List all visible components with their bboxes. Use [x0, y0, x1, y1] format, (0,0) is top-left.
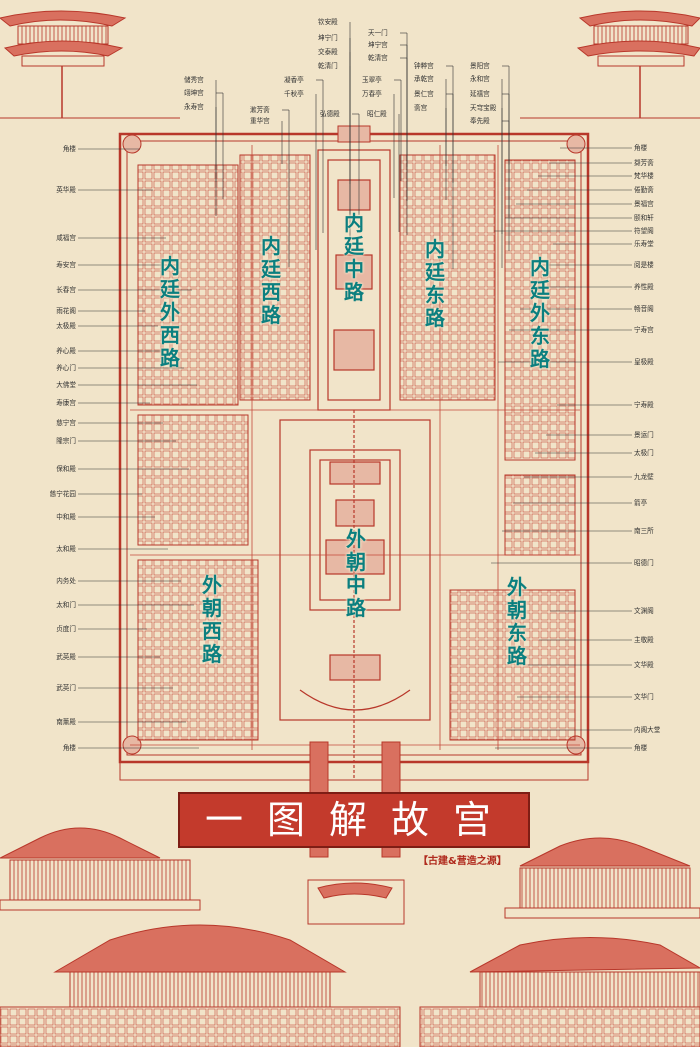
- map-label-left: 慈宁花园: [49, 490, 76, 498]
- map-label-top: 钦安殿: [318, 18, 338, 26]
- map-label-left: 长春宫: [56, 286, 76, 294]
- hall-illustration-bottom-left: [0, 924, 401, 1047]
- map-label-top: 承乾宫: [414, 75, 434, 83]
- palace-lanes: [130, 145, 580, 750]
- hall-illustration-bottom-right: [419, 937, 700, 1047]
- map-label-right: 南三所: [634, 527, 654, 535]
- map-label-top: 坤宁宫: [368, 41, 388, 49]
- map-label-left: 寿康宫: [56, 399, 76, 407]
- map-label-top: 翊坤宫: [184, 89, 204, 97]
- map-label-top: 天一门: [368, 29, 388, 37]
- map-label-left: 角楼: [62, 145, 76, 153]
- zone-inner-east: 内廷东路: [425, 237, 445, 330]
- central-axis-halls: [279, 149, 431, 780]
- map-label-right: 撷芳斋: [634, 159, 654, 167]
- zone-inner-outer-east: 内廷外东路: [530, 255, 550, 371]
- map-label-right: 主敬殿: [634, 636, 654, 644]
- map-label-top: 乾清宫: [368, 54, 388, 62]
- map-label-right: 符望阁: [634, 227, 654, 235]
- title-banner: 一图解故宫: [178, 792, 530, 848]
- map-label-left: 贞度门: [56, 625, 76, 633]
- map-label-top: 乾清门: [318, 62, 338, 70]
- map-label-left: 慈宁宫: [56, 419, 76, 427]
- map-label-top: 坤宁门: [318, 34, 338, 42]
- map-label-left: 咸福宫: [56, 234, 76, 242]
- map-label-right: 景运门: [634, 431, 654, 439]
- map-label-left: 雨花阁: [56, 307, 76, 315]
- map-label-left: 武英门: [56, 684, 76, 692]
- map-label-top: 储秀宫: [184, 76, 204, 84]
- zone-inner-middle: 内廷中路: [344, 211, 364, 304]
- map-label-top: 万春亭: [362, 90, 382, 98]
- map-label-right: 养性殿: [634, 283, 654, 291]
- map-label-right: 梵华楼: [634, 172, 654, 180]
- label-leader-lines: [78, 22, 632, 749]
- map-label-right: 内阁大堂: [634, 726, 661, 734]
- map-label-left: 中和殿: [56, 513, 76, 521]
- map-label-right: 畅音阁: [634, 305, 654, 313]
- map-label-right: 乐寿堂: [634, 240, 654, 248]
- map-label-top: 景阳宫: [470, 62, 490, 70]
- map-label-right: 颐和轩: [634, 214, 654, 222]
- map-label-right: 文华门: [634, 693, 654, 701]
- map-label-right: 角楼: [634, 744, 648, 752]
- map-label-right: 皇极殿: [634, 358, 654, 366]
- corner-tower-top-right: [520, 10, 700, 119]
- map-label-top: 凝香亭: [284, 76, 304, 84]
- map-label-left: 武英殿: [56, 653, 76, 661]
- map-label-left: 太和殿: [56, 545, 76, 553]
- corner-tower-top-left: [0, 10, 180, 119]
- map-label-left: 大佛堂: [56, 381, 76, 389]
- poster-subtitle: 【古建&营造之源】: [418, 856, 507, 867]
- map-label-top: 千秋亭: [284, 90, 304, 98]
- map-label-left: 养心殿: [56, 347, 76, 355]
- map-label-top: 重华宫: [250, 117, 270, 125]
- zone-outer-west: 外朝西路: [202, 573, 222, 666]
- map-label-top: 奉先殿: [470, 117, 490, 125]
- map-label-top: 斋宫: [414, 104, 428, 112]
- map-label-left: 隆宗门: [56, 437, 76, 445]
- map-label-right: 阅是楼: [634, 261, 654, 269]
- map-label-right: 文渊阁: [634, 607, 654, 615]
- map-label-left: 养心门: [56, 364, 76, 372]
- map-label-top: 弘德殿: [320, 110, 340, 118]
- zone-outer-middle: 外朝中路: [346, 527, 366, 620]
- map-label-top: 延禧宫: [470, 90, 490, 98]
- map-label-right: 箭亭: [634, 499, 648, 507]
- zone-inner-outer-west: 内廷外西路: [160, 254, 180, 370]
- map-label-right: 倦勤斋: [634, 186, 654, 194]
- map-label-right: 宁寿宫: [634, 326, 654, 334]
- poster-title: 一图解故宫: [204, 798, 515, 842]
- map-label-top: 永和宫: [470, 75, 490, 83]
- map-label-top: 漱芳斋: [250, 106, 270, 114]
- map-label-left: 内务处: [56, 577, 76, 585]
- zone-outer-east: 外朝东路: [507, 575, 527, 668]
- map-label-left: 太和门: [56, 601, 76, 609]
- map-label-right: 太极门: [634, 449, 654, 457]
- map-label-right: 景福宫: [634, 200, 654, 208]
- map-label-right: 九龙壁: [634, 473, 654, 481]
- map-label-left: 保和殿: [56, 465, 76, 473]
- map-label-top: 天穹宝殿: [470, 104, 497, 112]
- map-label-left: 角楼: [62, 744, 76, 752]
- zone-inner-west: 内廷西路: [261, 234, 281, 327]
- map-label-top: 玉翠亭: [362, 76, 382, 84]
- map-label-top: 昭仁殿: [367, 110, 387, 118]
- map-label-left: 南薰殿: [56, 718, 76, 726]
- map-label-right: 角楼: [634, 144, 648, 152]
- map-label-top: 景仁宫: [414, 90, 434, 98]
- map-label-right: 昭德门: [634, 559, 654, 567]
- map-label-right: 宁寿殿: [634, 401, 654, 409]
- map-label-top: 交泰殿: [318, 48, 338, 56]
- hall-illustration-right: [504, 837, 700, 919]
- map-label-left: 太极殿: [56, 322, 76, 330]
- map-label-top: 钟粹宫: [414, 62, 434, 70]
- hall-illustration-left: [0, 827, 201, 911]
- map-label-left: 寿安宫: [56, 261, 76, 269]
- map-label-top: 永寿宫: [184, 103, 204, 111]
- map-label-right: 文华殿: [634, 661, 654, 669]
- map-label-left: 英华殿: [56, 186, 76, 194]
